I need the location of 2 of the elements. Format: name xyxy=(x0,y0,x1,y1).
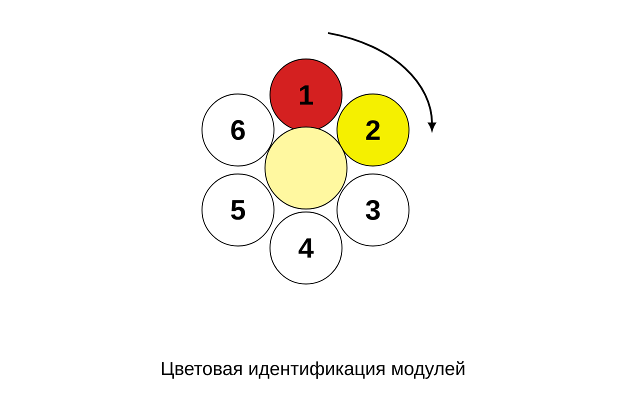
center-circle xyxy=(264,126,348,210)
caption: Цветовая идентификация модулей xyxy=(162,361,464,379)
